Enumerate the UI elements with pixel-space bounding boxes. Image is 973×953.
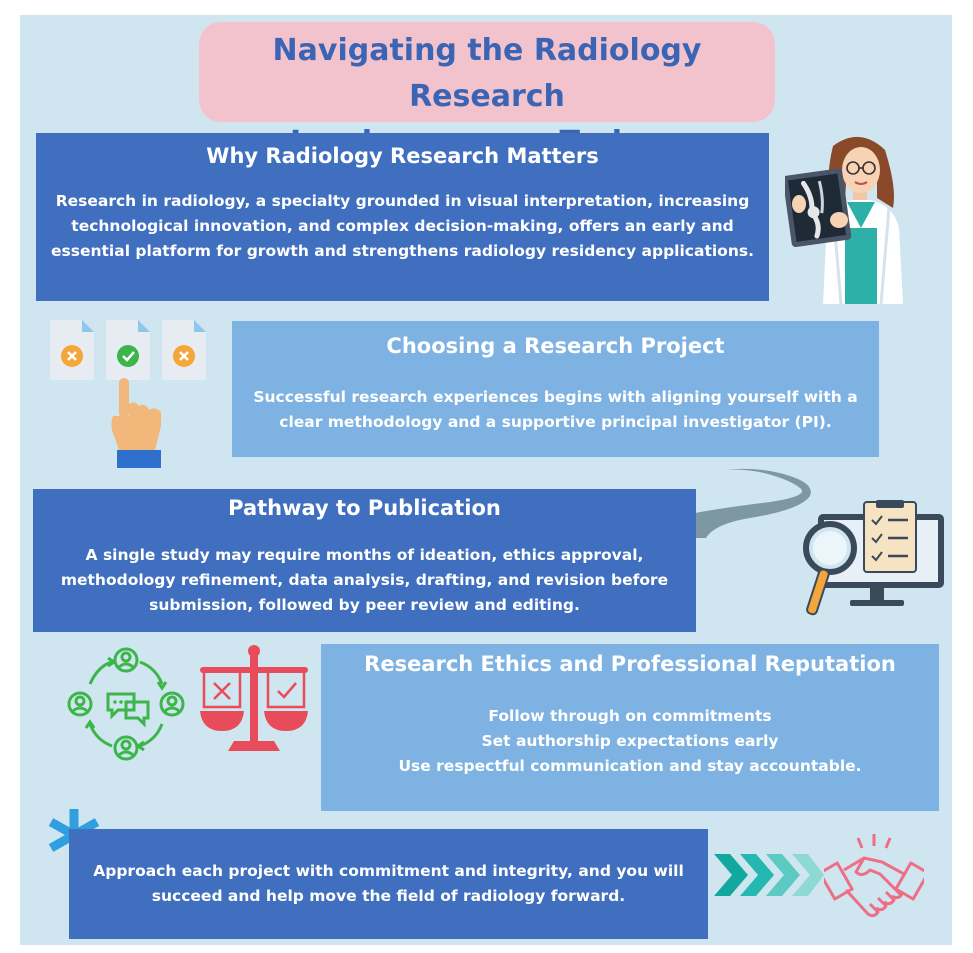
page-title: Navigating the Radiology Research Landsc… (199, 22, 775, 160)
conclusion-box: Approach each project with commitment an… (69, 829, 708, 939)
doctor-with-xray-illustration (785, 136, 903, 304)
section-text-line: methodology refinement, data analysis, d… (60, 571, 669, 589)
section-research-ethics: Research Ethics and Professional Reputat… (321, 644, 939, 811)
magnifier-monitor-checklist-icon (803, 500, 944, 616)
document-choice-icons (50, 320, 206, 380)
community-cycle-icon (67, 647, 185, 761)
section-text-line: clear methodology and a supportive princ… (279, 413, 832, 431)
section-text-line: Follow through on commitments (488, 707, 772, 725)
page-title-line1: Navigating the Radiology Research (272, 33, 702, 114)
handshake-icon (824, 834, 924, 918)
section-heading: Why Radiology Research Matters (206, 144, 599, 168)
section-text-line: essential platform for growth and streng… (51, 242, 754, 260)
section-text-line: Set authorship expectations early (481, 732, 779, 750)
section-heading: Choosing a Research Project (386, 334, 725, 358)
section-text-line: technological innovation, and complex de… (71, 217, 734, 235)
section-why-research: Why Radiology Research Matters Research … (36, 133, 769, 301)
ethics-scale-icon (200, 645, 308, 751)
section-text-line: Use respectful communication and stay ac… (398, 757, 862, 775)
conclusion-text-line: Approach each project with commitment an… (93, 862, 684, 880)
chevron-arrows-icon (714, 854, 824, 896)
section-pathway-publication: Pathway to Publication A single study ma… (33, 489, 696, 632)
section-text-line: submission, followed by peer review and … (149, 596, 580, 614)
section-heading: Pathway to Publication (228, 496, 501, 520)
conclusion-text-line: succeed and help move the field of radio… (151, 887, 626, 905)
section-text-line: A single study may require months of ide… (85, 546, 644, 564)
section-choosing-project: Choosing a Research Project Successful r… (232, 321, 879, 457)
pointing-hand-icon (111, 378, 161, 468)
section-heading: Research Ethics and Professional Reputat… (364, 652, 896, 676)
section-text-line: Research in radiology, a specialty groun… (55, 192, 750, 210)
section-text-line: Successful research experiences begins w… (253, 388, 858, 406)
